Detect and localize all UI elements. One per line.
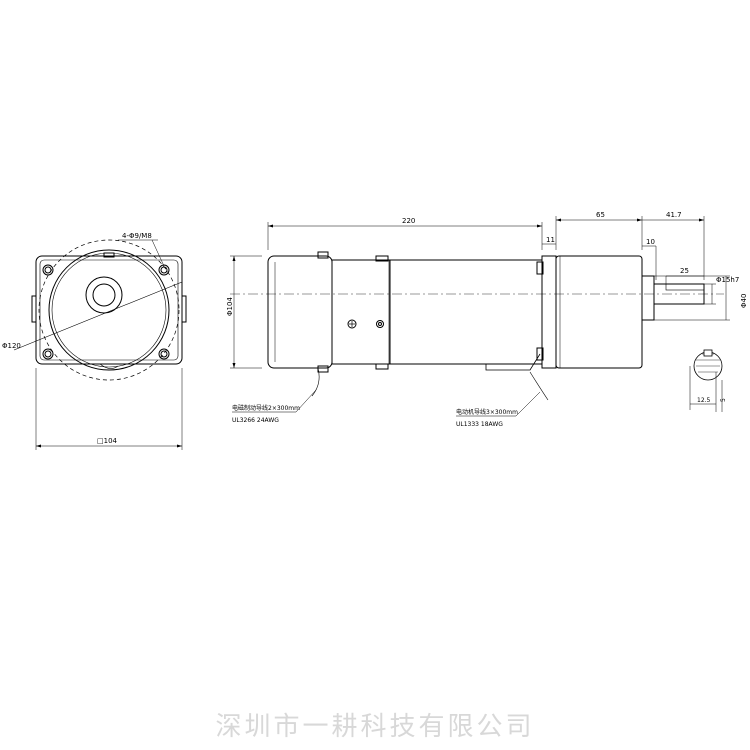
side-shaft-boss bbox=[641, 275, 655, 321]
brake-lead-spec: UL3266 24AWG bbox=[232, 417, 279, 424]
side-output-shaft bbox=[653, 283, 705, 305]
side-screw bbox=[347, 319, 357, 329]
section-key-depth: 12.5 bbox=[697, 397, 711, 404]
dim-boss-dia: Φ40 bbox=[740, 294, 748, 308]
front-view bbox=[13, 239, 187, 450]
section-key-width: 5 bbox=[720, 398, 727, 402]
front-gearbox-face bbox=[48, 249, 170, 371]
motor-lead-spec: UL1333 18AWG bbox=[456, 421, 503, 428]
front-square-housing bbox=[35, 255, 183, 365]
front-diameter-leader bbox=[13, 281, 183, 351]
motor-lead-label: 电动机导线3×300mm bbox=[456, 408, 518, 416]
dim-shaft-length: 41.7 bbox=[666, 211, 682, 219]
front-square-dim: □104 bbox=[97, 437, 118, 445]
brake-lead-label: 电磁制动导线2×300mm bbox=[232, 404, 300, 412]
dim-gearbox-length: 65 bbox=[596, 211, 605, 219]
side-view bbox=[230, 216, 730, 417]
front-output-shaft bbox=[85, 276, 123, 314]
side-motor-body bbox=[331, 259, 391, 365]
dim-height: Φ104 bbox=[226, 297, 234, 316]
front-circle-dim: Φ120 bbox=[2, 342, 21, 350]
dim-key-length: 25 bbox=[680, 267, 689, 275]
dim-flange-step: 11 bbox=[546, 236, 555, 244]
side-flange bbox=[541, 255, 557, 369]
side-gearbox bbox=[555, 255, 643, 369]
dim-shaft-dia: Φ15h7 bbox=[716, 276, 739, 284]
dim-shaft-shoulder: 10 bbox=[646, 238, 655, 246]
dim-total-length: 220 bbox=[402, 217, 415, 225]
front-mounting-holes bbox=[42, 264, 170, 360]
company-watermark: 深圳市一耕科技有限公司 bbox=[215, 712, 535, 742]
side-brake-cover bbox=[267, 255, 333, 369]
shaft-section-view bbox=[689, 349, 723, 412]
front-pcd-circle bbox=[38, 239, 180, 381]
front-hole-note: 4-Φ9/M8 bbox=[122, 232, 152, 240]
